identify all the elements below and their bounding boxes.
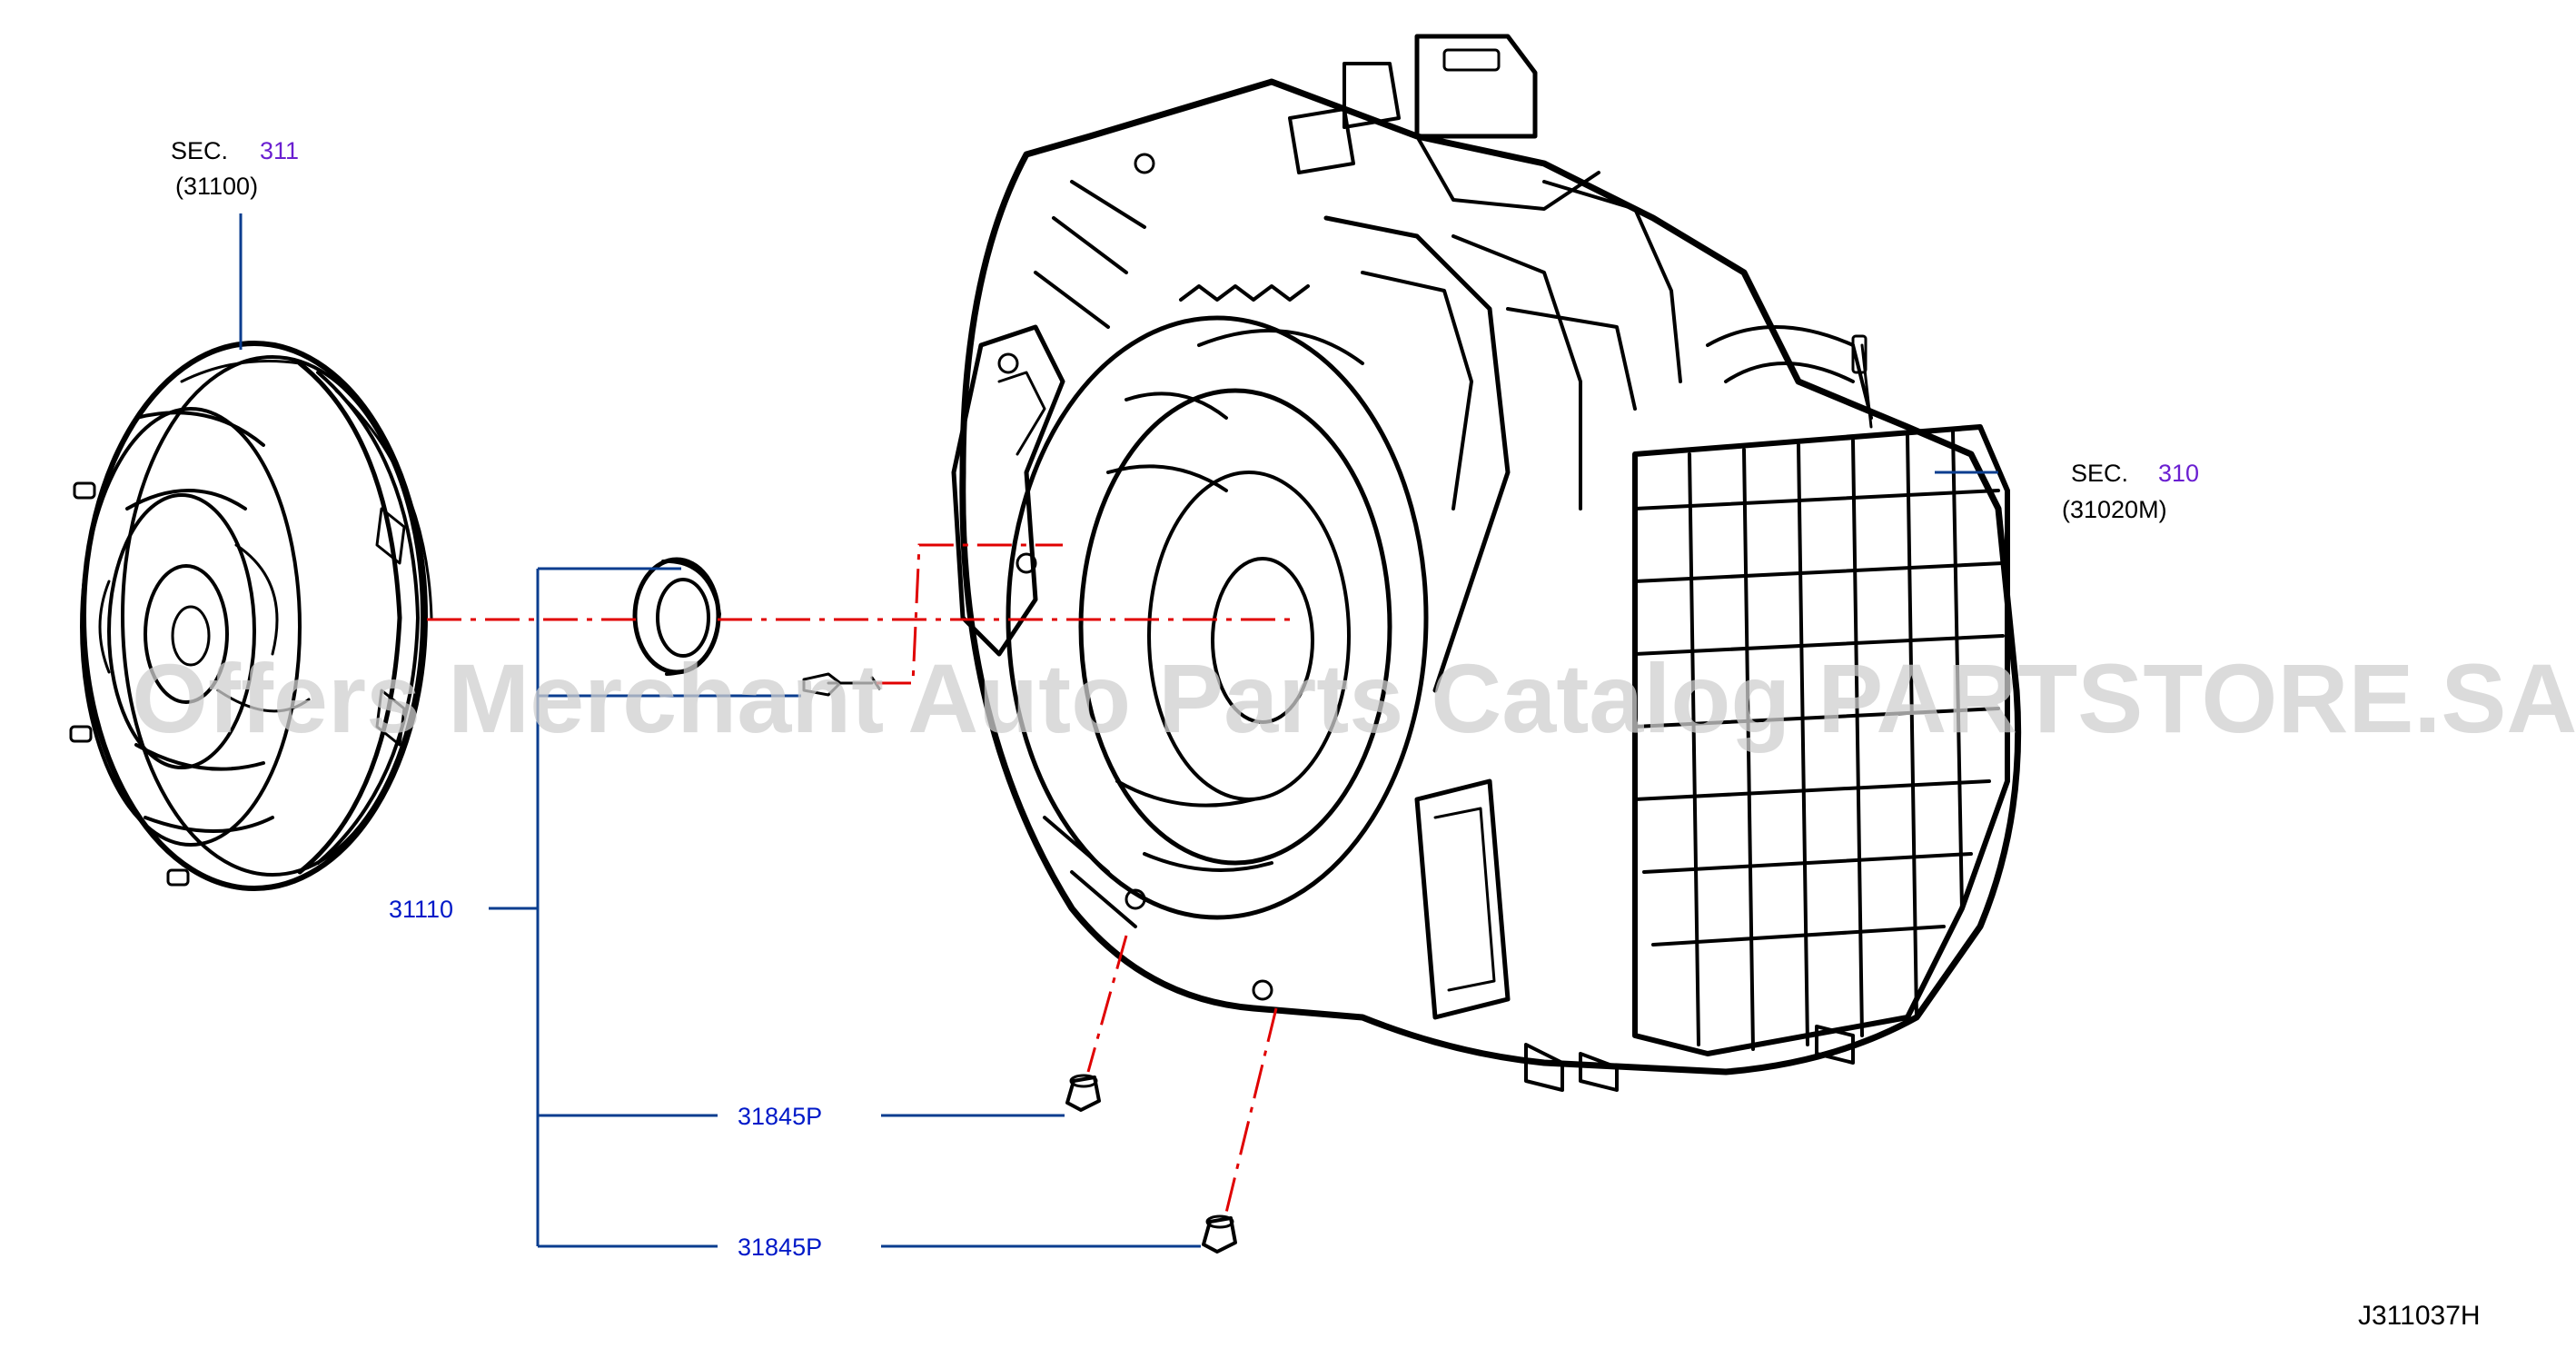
bolt-drawing (802, 672, 881, 697)
sec310-prefix: SEC. (2071, 460, 2128, 487)
label-sec-310[interactable]: SEC. 310 (31020M) (2062, 460, 2199, 523)
sec311-prefix: SEC. (171, 137, 228, 164)
label-sec-311[interactable]: SEC. 311 (31100) (171, 137, 299, 200)
plug-lower-drawing (1202, 1214, 1237, 1254)
watermark-text: Offers Merchant Auto Parts Catalog PARTS… (132, 643, 2576, 753)
part-31110-link[interactable]: 31110 (389, 896, 453, 923)
sec311-number-link[interactable]: 311 (260, 137, 299, 164)
part-31845p-upper-link[interactable]: 31845P (738, 1103, 822, 1130)
part-31845p-lower-link[interactable]: 31845P (738, 1234, 822, 1261)
leader-lines (239, 213, 1998, 1248)
center-lines (427, 543, 1290, 1214)
plug-upper-drawing (1065, 1074, 1101, 1112)
diagram-id: J311037H (2358, 1301, 2481, 1331)
oil-seal-drawing (632, 557, 721, 676)
transaxle-assembly-drawing (951, 34, 2022, 1092)
sec310-number-link[interactable]: 310 (2158, 460, 2199, 487)
sec311-part-number: (31100) (175, 173, 258, 200)
torque-converter-drawing (69, 341, 433, 891)
sec310-part-number: (31020M) (2062, 496, 2167, 523)
